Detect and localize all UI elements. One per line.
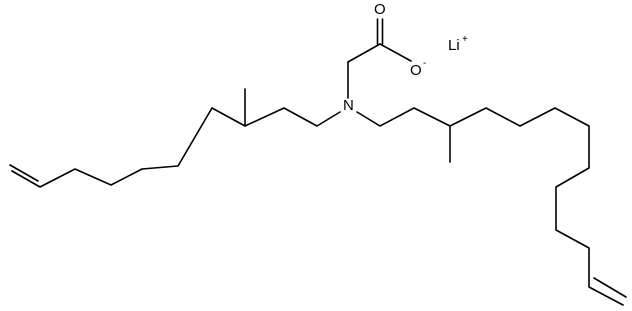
nitrogen-label: N [343,97,354,114]
lithium-label: Li [448,37,460,54]
right-terminal-double-bond [593,277,627,298]
left-chain [11,107,341,188]
left-terminal-double-bond [9,164,39,182]
carboxyl-c-ch2-bond [347,43,381,63]
atom-labels: O O - N Li + [343,1,468,114]
carboxyl-c-o-bond [379,43,412,62]
oxygen-anion-label: O [410,62,422,79]
right-chain [356,107,624,306]
oxygen-charge-label: - [423,58,426,69]
lithium-charge-label: + [462,34,468,45]
oxygen-carbonyl-label: O [374,1,386,18]
bonds [9,18,627,306]
